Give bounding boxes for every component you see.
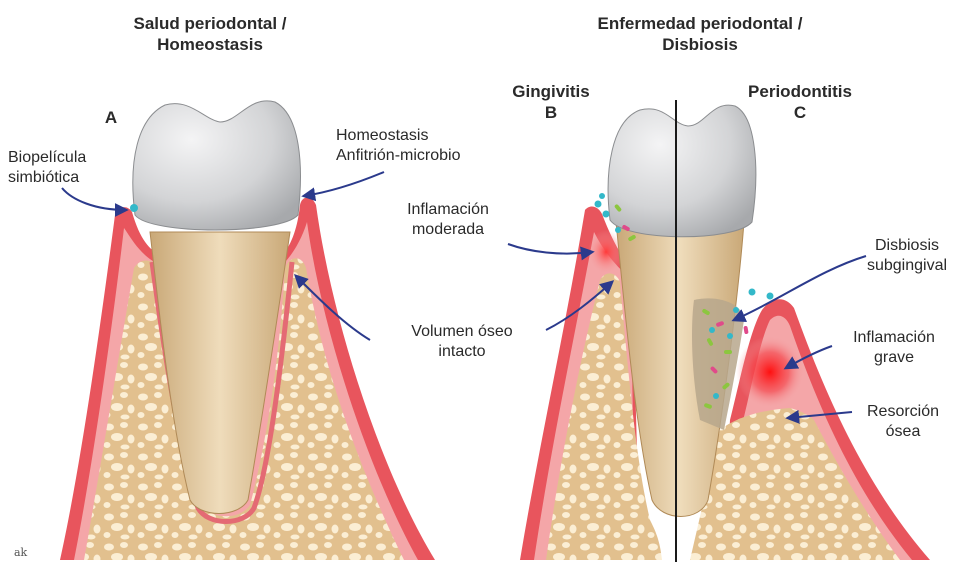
label-disbiosis-subgingival: Disbiosis subgingival bbox=[850, 236, 964, 275]
panel-c-letter: C bbox=[730, 103, 870, 124]
panel-c-title: Periodontitis bbox=[730, 82, 870, 103]
tooth-crown-left bbox=[133, 101, 301, 230]
heading-right-line2: Disbiosis bbox=[560, 35, 840, 56]
label-volumen-oseo-line2: intacto bbox=[378, 342, 546, 362]
label-disbiosis-line1: Disbiosis bbox=[850, 236, 964, 256]
artist-signature: ak bbox=[14, 546, 27, 559]
label-volumen-oseo: Volumen óseo intacto bbox=[378, 322, 546, 361]
tooth-crown-right bbox=[608, 105, 756, 237]
panel-b-heading: Gingivitis B bbox=[486, 82, 616, 123]
arrow-homeostasis bbox=[304, 172, 384, 196]
label-inflamacion-moderada-line1: Inflamación bbox=[388, 200, 508, 220]
panel-letter-a: A bbox=[96, 108, 126, 129]
heading-left-line1: Salud periodontal / bbox=[95, 14, 325, 35]
label-volumen-oseo-line1: Volumen óseo bbox=[378, 322, 546, 342]
label-inflamacion-moderada-line2: moderada bbox=[388, 220, 508, 240]
label-homeostasis: Homeostasis Anfitrión-microbio bbox=[336, 126, 460, 165]
label-inflamacion-grave: Inflamación grave bbox=[834, 328, 954, 367]
panel-b-title: Gingivitis bbox=[486, 82, 616, 103]
label-resorcion-line1: Resorción bbox=[848, 402, 958, 422]
label-inflamacion-grave-line1: Inflamación bbox=[834, 328, 954, 348]
arrow-biopelicula bbox=[62, 188, 126, 210]
label-biopelicula-line1: Biopelícula bbox=[8, 148, 86, 168]
heading-right-line1: Enfermedad periodontal / bbox=[560, 14, 840, 35]
label-inflamacion-grave-line2: grave bbox=[834, 348, 954, 368]
label-biopelicula-line2: simbiótica bbox=[8, 168, 86, 188]
label-homeostasis-line1: Homeostasis bbox=[336, 126, 460, 146]
label-inflamacion-moderada: Inflamación moderada bbox=[388, 200, 508, 239]
panel-c-heading: Periodontitis C bbox=[730, 82, 870, 123]
label-resorcion-osea: Resorción ósea bbox=[848, 402, 958, 441]
heading-right: Enfermedad periodontal / Disbiosis bbox=[560, 14, 840, 55]
label-homeostasis-line2: Anfitrión-microbio bbox=[336, 146, 460, 166]
heading-left-line2: Homeostasis bbox=[95, 35, 325, 56]
heading-left: Salud periodontal / Homeostasis bbox=[95, 14, 325, 55]
label-resorcion-line2: ósea bbox=[848, 422, 958, 442]
arrow-disbiosis bbox=[734, 256, 866, 320]
label-disbiosis-line2: subgingival bbox=[850, 256, 964, 276]
panel-b-letter: B bbox=[486, 103, 616, 124]
label-biopelicula: Biopelícula simbiótica bbox=[8, 148, 86, 187]
